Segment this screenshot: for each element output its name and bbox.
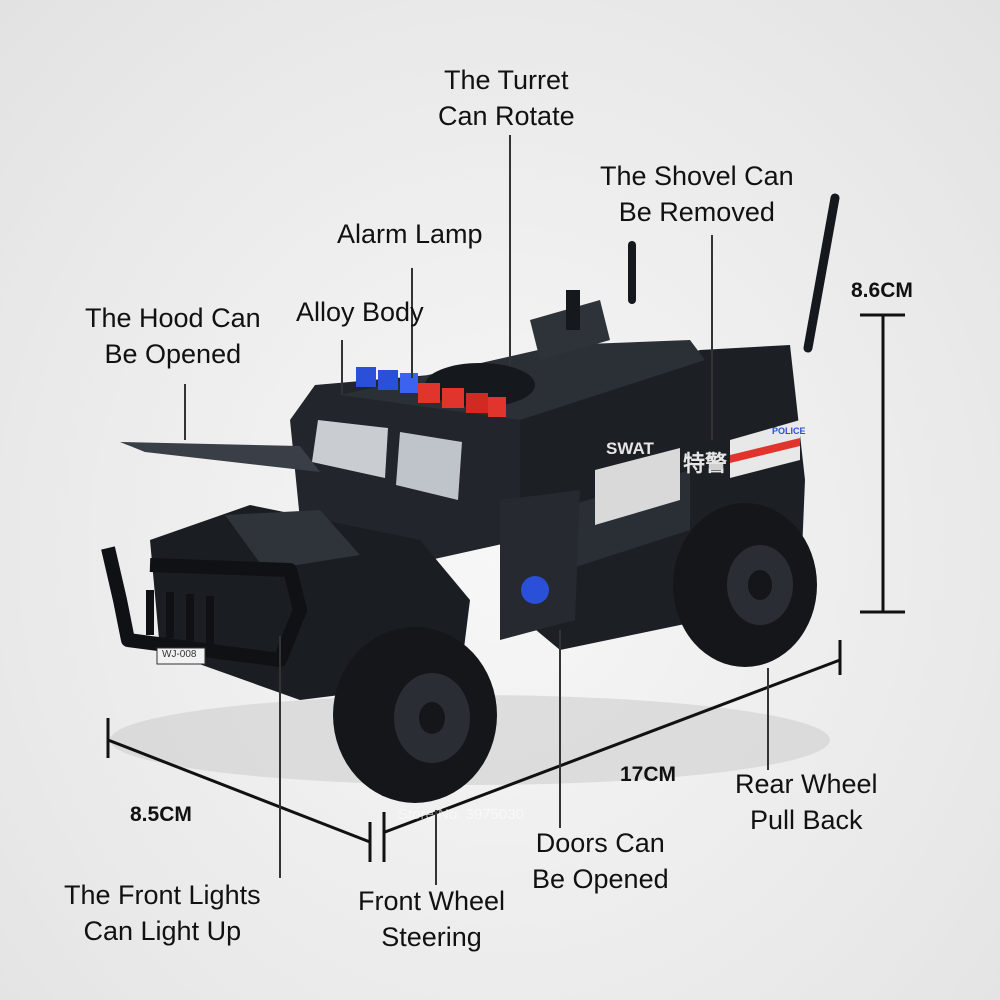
label-front-lights-line1: The Front Lights [64,880,261,910]
side-grille [595,448,680,525]
label-hood-line1: The Hood Can [85,303,261,333]
police-badge [521,576,549,604]
label-front-lights: The Front Lights Can Light Up [64,877,261,949]
turret-post [566,290,580,330]
watermark: Store No. 3975030 [398,806,524,823]
label-front-wheel-line2: Steering [381,922,482,952]
label-doors-line1: Doors Can [535,828,665,858]
side-door [500,490,580,640]
police-text: POLICE [772,426,806,436]
front-wheel [333,627,497,803]
rear-wheel [673,503,817,667]
label-doors-line2: Be Opened [532,864,669,894]
label-alarm-line1: Alarm Lamp [337,219,483,249]
antenna-rear [803,193,840,353]
plate-text: WJ-008 [162,649,197,660]
label-alloy-line1: Alloy Body [296,297,424,327]
label-hood: The Hood Can Be Opened [85,300,261,372]
label-turret-line1: The Turret [444,65,569,95]
police-stripe [730,438,800,463]
windshield-left [312,420,388,478]
dimension-height: 8.6CM [851,279,913,302]
open-hood [120,442,320,472]
dimension-length: 17CM [620,763,677,786]
label-shovel: The Shovel Can Be Removed [600,158,794,230]
label-front-wheel: Front Wheel Steering [358,883,505,955]
label-shovel-line1: The Shovel Can [600,161,794,191]
windshield-right [396,432,462,500]
label-turret-line2: Can Rotate [438,101,575,131]
alarm-lamp-bar [356,367,506,417]
label-alarm: Alarm Lamp [337,216,483,252]
label-rear-wheel-line2: Pull Back [750,805,863,835]
label-shovel-line2: Be Removed [618,197,775,227]
dimension-lines [106,313,905,862]
label-front-lights-line2: Can Light Up [83,916,242,946]
label-turret: The Turret Can Rotate [438,62,575,134]
label-doors: Doors Can Be Opened [532,825,669,897]
engine [225,510,360,570]
label-alloy: Alloy Body [296,294,424,330]
label-rear-wheel: Rear Wheel Pull Back [735,766,878,838]
front-grille [146,590,214,644]
label-hood-line2: Be Opened [104,339,242,369]
swat-text: SWAT [606,439,654,458]
label-rear-wheel-line1: Rear Wheel [735,769,878,799]
license-plate [156,647,206,665]
leader-lines [184,135,769,885]
label-front-wheel-line1: Front Wheel [358,886,506,916]
chinese-police-text: 特警 [683,451,728,476]
dimension-width: 8.5CM [130,803,192,826]
